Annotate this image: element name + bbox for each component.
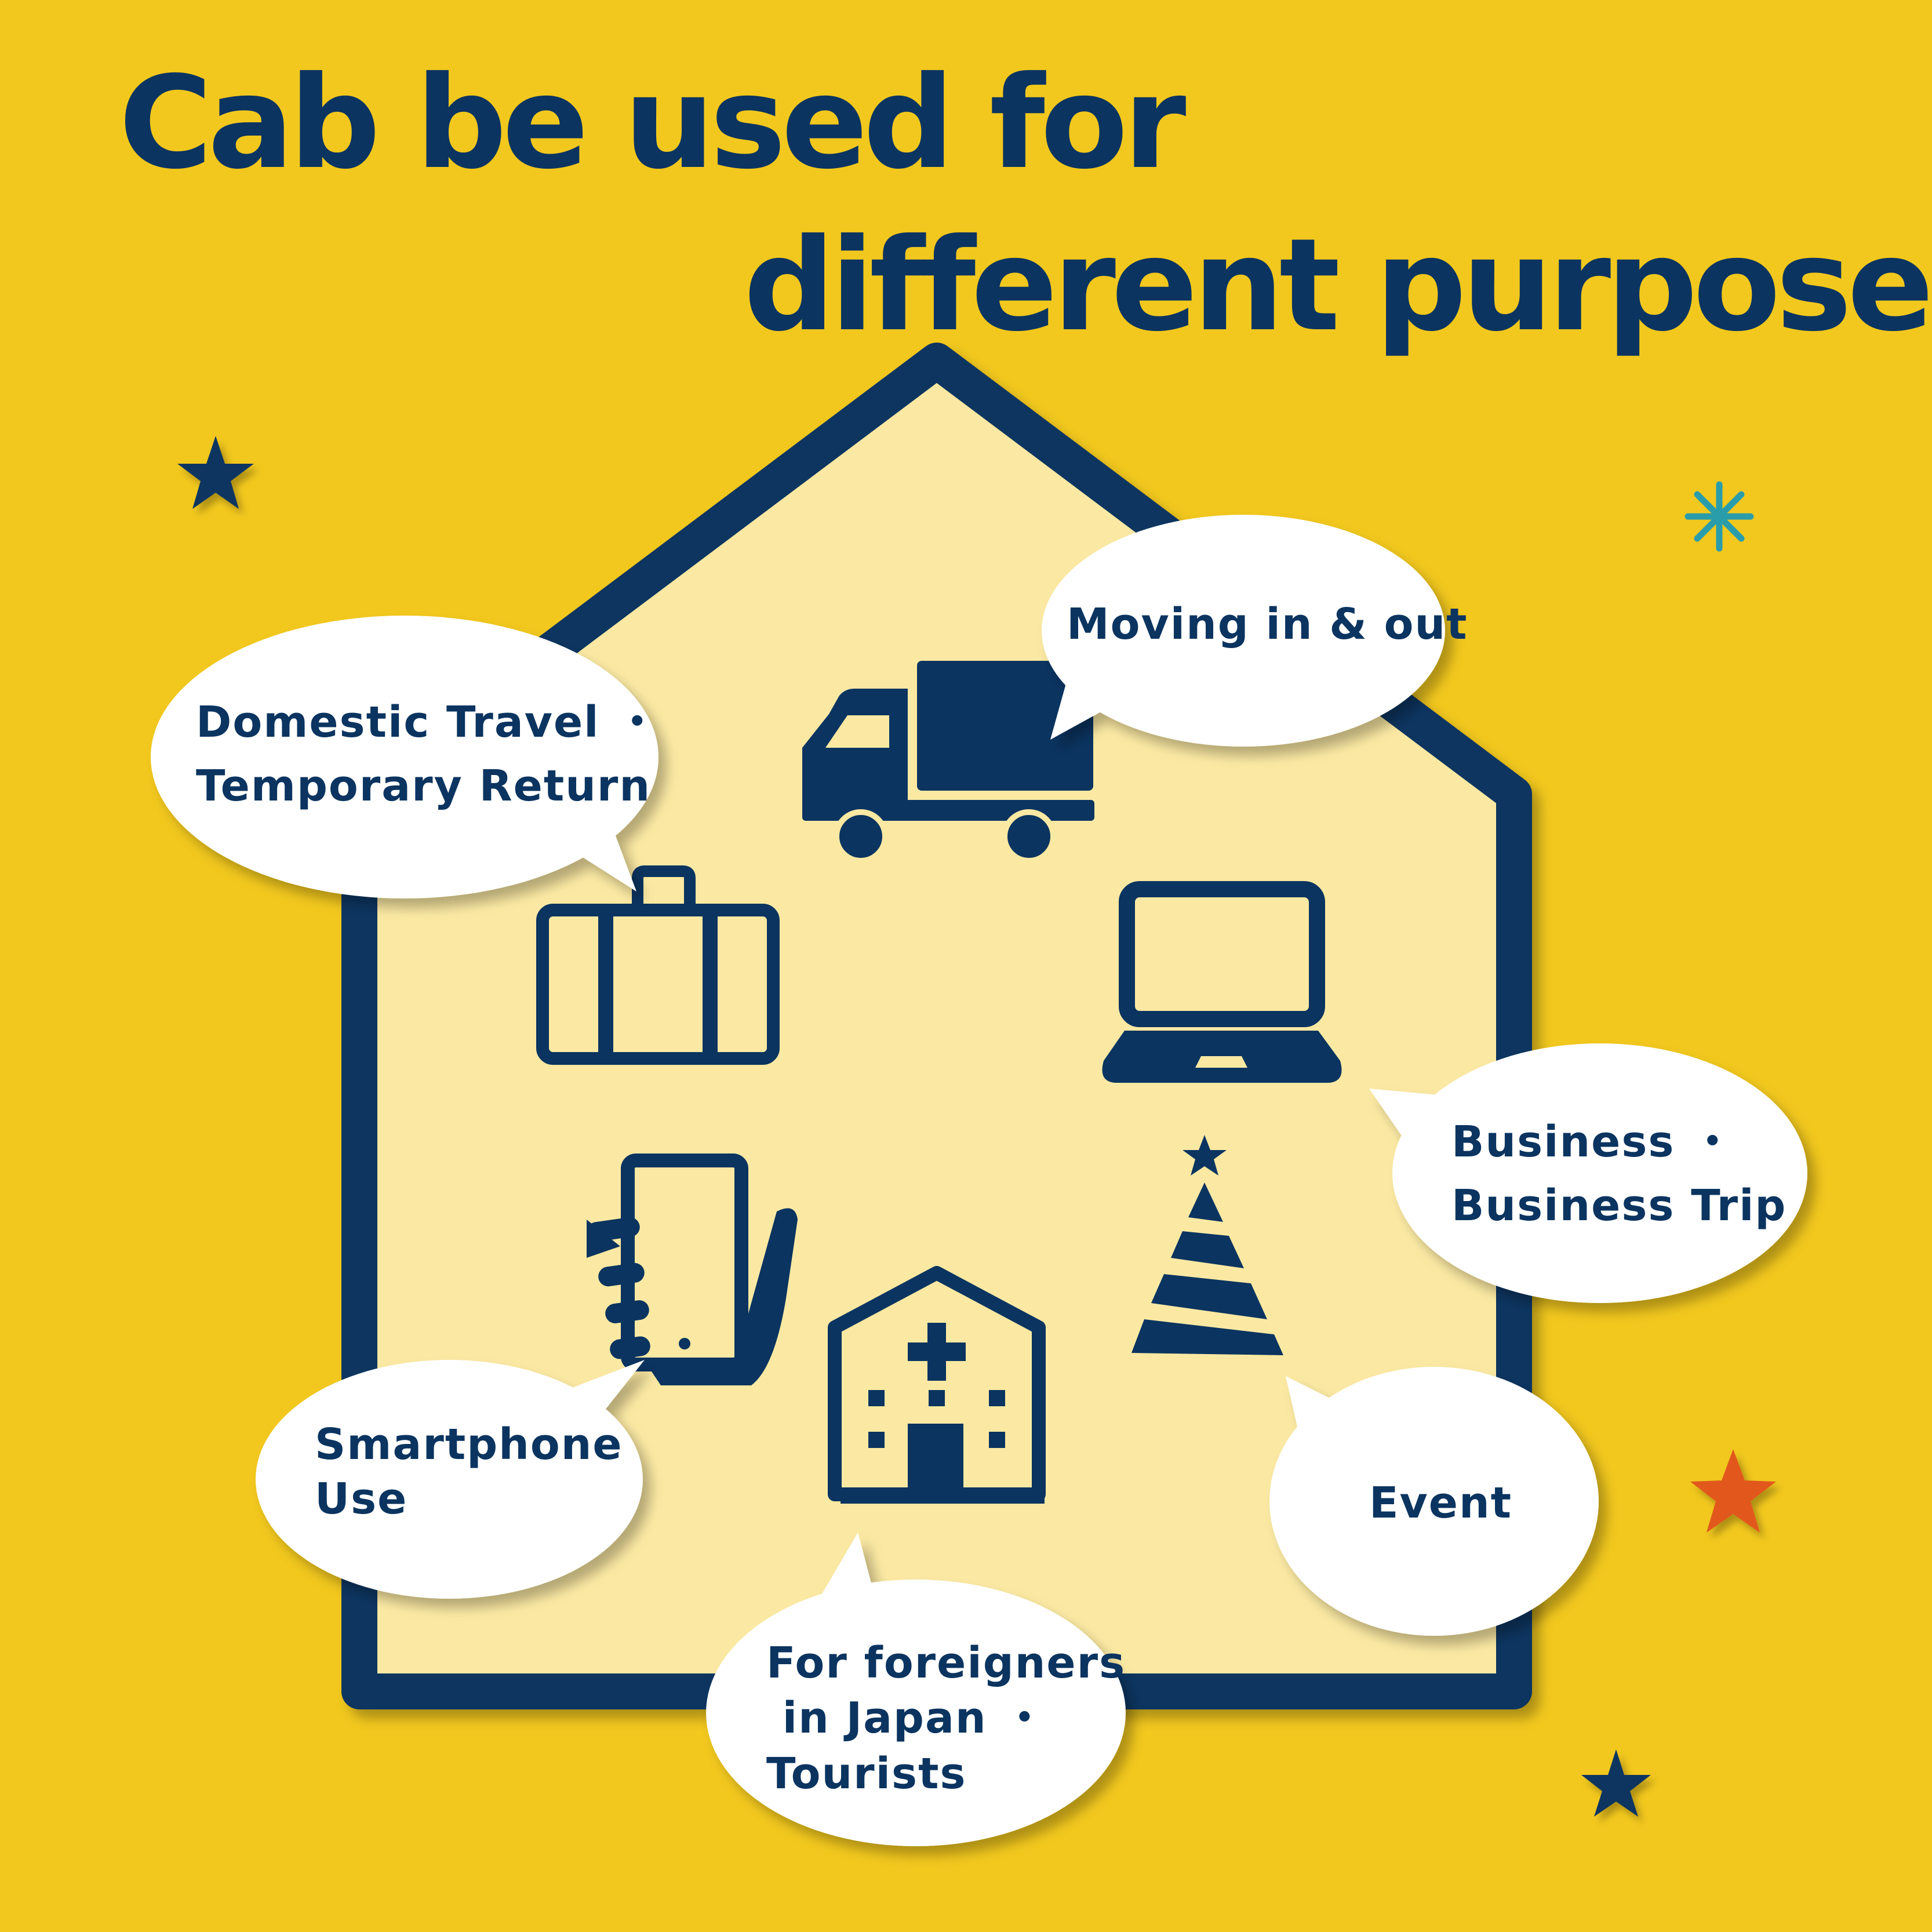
truck-icon: [802, 661, 1094, 864]
bubble-travel-shape: [151, 616, 658, 898]
star-icon: [1690, 1449, 1776, 1533]
title-line-1: Cab be used for: [119, 49, 1186, 197]
bubble-label-foreigners: For foreigners in Japan ・ Tourists: [766, 1638, 1126, 1799]
party-hat-icon: [1131, 1135, 1283, 1355]
bubble-business-shape: [1369, 1043, 1807, 1303]
suitcase-icon: [536, 865, 780, 1065]
bubble-smartphone-shape: [256, 1360, 645, 1599]
bubble-moving-shape: [1042, 515, 1445, 747]
asterisk-sparkle-icon: [1684, 481, 1754, 552]
bubble-label-event: Event: [1369, 1478, 1513, 1528]
laptop-icon: [1102, 881, 1342, 1083]
bubble-label-smartphone: Smartphone Use: [315, 1420, 623, 1524]
bubble-label-moving: Moving in & out: [1067, 599, 1468, 649]
bubble-foreigners-shape: [706, 1533, 1126, 1846]
smartphone-hand-icon: [587, 1154, 798, 1385]
hospital-icon: [828, 1266, 1046, 1504]
bubble-event-shape: [1269, 1367, 1599, 1636]
star-icon: [177, 436, 254, 509]
title-line-2: different purposes: [744, 211, 1932, 359]
bubble-label-travel: Domestic Travel ・ Temporary Return: [196, 697, 660, 811]
bubble-label-business: Business ・ Business Trip: [1451, 1117, 1787, 1231]
star-icon: [1581, 1749, 1651, 1817]
